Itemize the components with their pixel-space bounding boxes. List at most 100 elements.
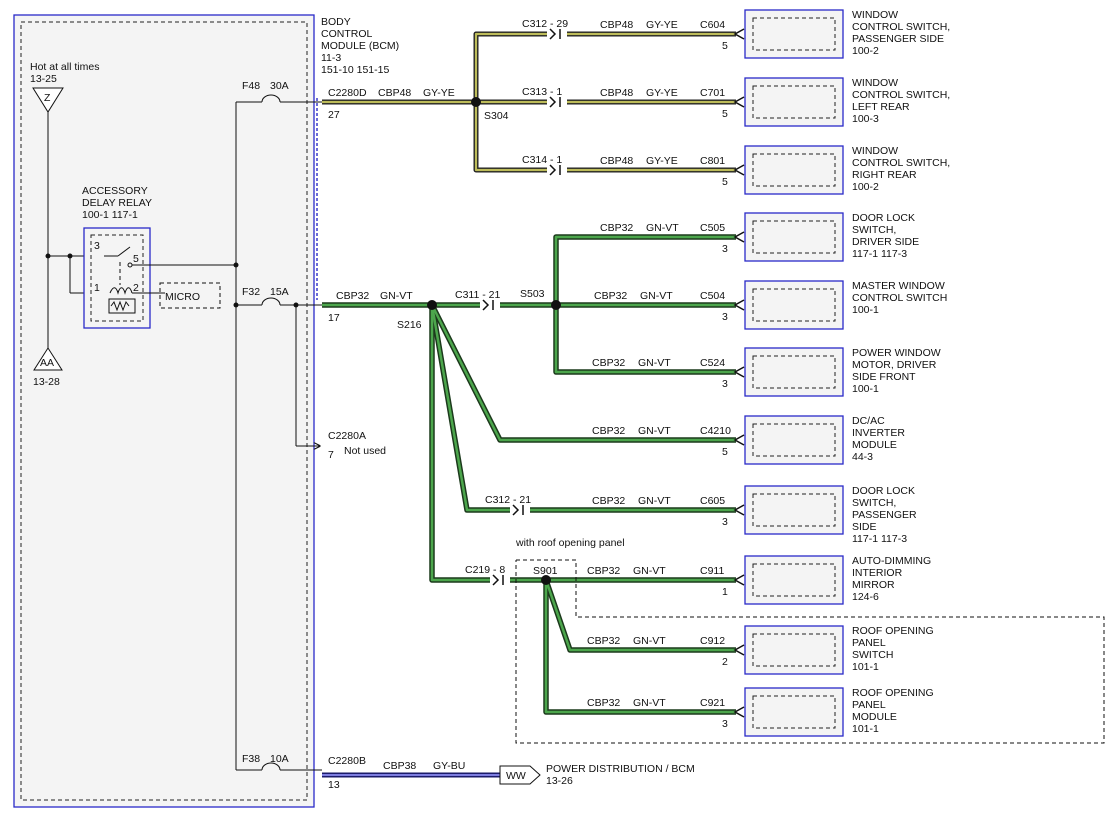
- component-ref: 101-1: [852, 723, 879, 735]
- component-ref: 44-3: [852, 451, 873, 463]
- inline-connector-label: C312 - 29: [522, 18, 568, 30]
- inline-arrow: [482, 299, 490, 311]
- component-name-line: PANEL: [852, 699, 886, 711]
- splice-s503-label: S503: [520, 288, 545, 300]
- splice-s304-label: S304: [484, 110, 509, 122]
- fuse-f38-name: F38: [242, 753, 260, 765]
- component-box: [744, 485, 844, 535]
- connector-arrow: [733, 574, 745, 586]
- inline-connector-label: C312 - 21: [485, 494, 531, 506]
- component-name-line: AUTO-DIMMING: [852, 555, 931, 567]
- relay-pin-3: 3: [94, 240, 100, 252]
- component-inner: [752, 17, 836, 51]
- component-inner: [752, 633, 836, 667]
- bcm-pin-7: 7: [328, 449, 334, 461]
- power-dist-label: POWER DISTRIBUTION / BCM: [546, 763, 695, 775]
- inline-connector-label: C313 - 1: [522, 86, 562, 98]
- micro-label: MICRO: [165, 291, 200, 303]
- component-name-line: ROOF OPENING: [852, 687, 934, 699]
- component-inner: [752, 563, 836, 597]
- hot-label: Hot at all times: [30, 61, 99, 73]
- inline-arrow: [549, 96, 557, 108]
- inline-arrow: [549, 164, 557, 176]
- inline-connector: C313 - 1: [522, 86, 562, 108]
- bcm-pin-c2280b-connector: C2280B: [328, 755, 366, 767]
- component-name-line: MODULE: [852, 711, 897, 723]
- bcm-ref-1: 11-3: [321, 52, 341, 64]
- branch-circuit-color: GN-VT: [646, 222, 679, 234]
- gyye-color-1: GY-YE: [423, 87, 455, 99]
- hot-feed: Hot at all times 13-25 Z AA 13-28: [30, 61, 110, 388]
- circuit-gn-vt: S216 S503 S901 CBP32 GN-VT: [322, 234, 736, 715]
- component-inner: [752, 85, 836, 119]
- component-name-line: WINDOW: [852, 145, 898, 157]
- bcm-pin-c2280a-connector: C2280A: [328, 430, 366, 442]
- component-name-line: PASSENGER: [852, 509, 917, 521]
- component-inner: [752, 153, 836, 187]
- component-name-line: INTERIOR: [852, 567, 903, 579]
- component-name-line: ROOF OPENING: [852, 625, 934, 637]
- ww-symbol: [499, 765, 541, 785]
- component-box: [744, 347, 844, 397]
- branch-circuit-color: GY-YE: [646, 87, 678, 99]
- component-ref: 117-1 117-3: [852, 533, 907, 545]
- component-name-line: DRIVER SIDE: [852, 236, 919, 248]
- splice-s901-label: S901: [533, 565, 558, 577]
- connector-arrow: [733, 644, 745, 656]
- inline-arrow: [512, 504, 520, 516]
- bcm-pins: C2280D 27 17 C2280A 7 Not used C2280B 13: [328, 87, 386, 791]
- fuse-f32-rating: 15A: [270, 286, 289, 298]
- component-box: [744, 145, 844, 195]
- component-name-line: SIDE: [852, 521, 877, 533]
- component-pin: 5: [722, 108, 728, 120]
- branch-circuit-code: CBP48: [600, 19, 633, 31]
- component-connector: C604: [700, 19, 725, 31]
- connector-arrow: [733, 299, 745, 311]
- branch-circuit-code: CBP32: [592, 357, 625, 369]
- component-connector: C505: [700, 222, 725, 234]
- inline-connector-label: C311 - 21: [455, 289, 500, 301]
- branch-circuit-color: GN-VT: [638, 425, 671, 437]
- bcm-label: BODY CONTROL MODULE (BCM) 11-3 151-10 15…: [321, 16, 399, 76]
- branch-circuit-code: CBP32: [600, 222, 633, 234]
- component-name-line: CONTROL SWITCH,: [852, 157, 950, 169]
- inline-connector: C311 - 21: [455, 289, 500, 311]
- gybu-color: GY-BU: [433, 760, 465, 772]
- hot-ref: 13-25: [30, 73, 57, 85]
- branch-circuit-code: CBP32: [592, 495, 625, 507]
- component-name-line: LEFT REAR: [852, 101, 910, 113]
- component-inner: [752, 493, 836, 527]
- component-ref: 100-2: [852, 181, 879, 193]
- fuse-f48-rating: 30A: [270, 80, 289, 92]
- component-box: [744, 415, 844, 465]
- component-name-line: MOTOR, DRIVER: [852, 359, 937, 371]
- component-name-line: SWITCH,: [852, 497, 896, 509]
- component-name-line: POWER WINDOW: [852, 347, 941, 359]
- component-box: [744, 212, 844, 262]
- component-connector: C605: [700, 495, 725, 507]
- bcm-pin-27: 27: [328, 109, 340, 121]
- branch-circuit-code: CBP48: [600, 87, 633, 99]
- bcm-pin-13: 13: [328, 779, 340, 791]
- branch-circuit-code: CBP32: [587, 635, 620, 647]
- relay-title-2: DELAY RELAY: [82, 197, 152, 209]
- bcm-ref-2: 151-10 151-15: [321, 64, 389, 76]
- fuse-f32-name: F32: [242, 286, 260, 298]
- component-name-line: MODULE: [852, 439, 897, 451]
- aa-symbol-label: AA: [40, 357, 54, 369]
- branch-circuit-code: CBP32: [587, 697, 620, 709]
- component-name-line: MASTER WINDOW: [852, 280, 945, 292]
- component-pin: 3: [722, 378, 728, 390]
- bcm-title-3: MODULE (BCM): [321, 40, 399, 52]
- component-pin: 3: [722, 311, 728, 323]
- aa-ref: 13-28: [33, 376, 60, 388]
- branch-circuit-color: GY-YE: [646, 155, 678, 167]
